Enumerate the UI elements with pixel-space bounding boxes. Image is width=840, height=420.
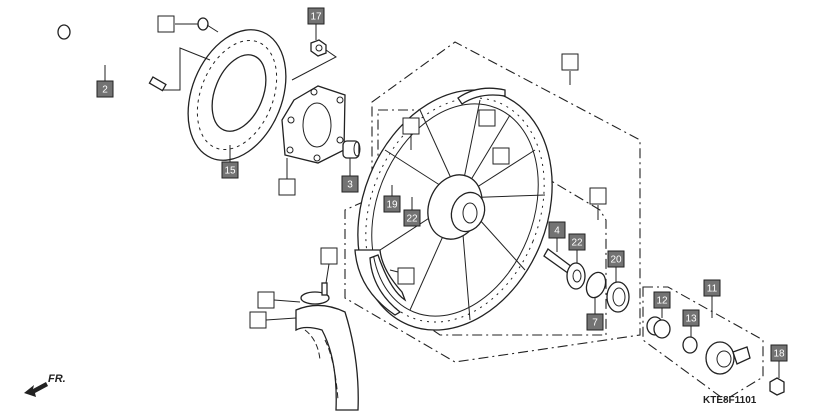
callout-box[interactable] bbox=[249, 311, 267, 329]
callout-12-collar[interactable]: 12 bbox=[653, 291, 671, 309]
callout-3-collar[interactable]: 3 bbox=[341, 175, 359, 193]
callout-box[interactable] bbox=[341, 175, 359, 193]
callout-box[interactable] bbox=[96, 80, 114, 98]
callout-box[interactable] bbox=[320, 247, 338, 265]
callout-number: 22 bbox=[571, 238, 583, 249]
leader-lines bbox=[104, 23, 780, 378]
hub-flange-part[interactable] bbox=[281, 85, 346, 164]
bearing-22b-part[interactable] bbox=[566, 262, 586, 290]
callout-box[interactable] bbox=[383, 195, 401, 213]
callout-box[interactable] bbox=[561, 53, 579, 71]
callout-number: 17 bbox=[310, 12, 322, 23]
collar-part[interactable] bbox=[342, 140, 361, 159]
callout-2-axle[interactable]: 2 bbox=[96, 80, 114, 98]
callout-box[interactable] bbox=[589, 187, 607, 205]
callout-box[interactable] bbox=[397, 267, 415, 285]
callout-box[interactable] bbox=[703, 279, 721, 297]
callout-number: 7 bbox=[592, 318, 598, 329]
callout-box[interactable] bbox=[607, 250, 625, 268]
callout-number: 22 bbox=[406, 214, 418, 225]
callout-20-dust-seal[interactable]: 20 bbox=[607, 250, 625, 268]
disc-bolt-part[interactable] bbox=[197, 17, 219, 33]
callout-blank-disc-bolt[interactable] bbox=[157, 15, 175, 33]
callout-box[interactable] bbox=[682, 309, 700, 327]
rim-strip-part[interactable] bbox=[354, 249, 407, 316]
callout-11-speedometer-gearbox[interactable]: 11 bbox=[703, 279, 721, 297]
axle-part[interactable] bbox=[57, 24, 167, 92]
callout-blank-tube[interactable] bbox=[257, 291, 275, 309]
callout-box[interactable] bbox=[770, 344, 788, 362]
brake-disc-part[interactable] bbox=[170, 15, 304, 175]
wheel-part[interactable] bbox=[323, 61, 587, 360]
front-direction-indicator: FR. bbox=[24, 373, 66, 397]
rim-band-part[interactable] bbox=[457, 87, 506, 105]
tire-part[interactable] bbox=[295, 304, 359, 411]
callout-number: 3 bbox=[347, 180, 353, 191]
callout-blank-stud[interactable] bbox=[402, 117, 420, 135]
callout-number: 11 bbox=[707, 284, 718, 295]
callout-blank-spoke[interactable] bbox=[492, 147, 510, 165]
callout-number: 15 bbox=[224, 166, 236, 177]
callout-box[interactable] bbox=[257, 291, 275, 309]
callout-box[interactable] bbox=[402, 117, 420, 135]
callout-box[interactable] bbox=[157, 15, 175, 33]
callout-22-bearing[interactable]: 22 bbox=[403, 209, 421, 227]
callout-box[interactable] bbox=[586, 313, 604, 331]
callout-13-seal[interactable]: 13 bbox=[682, 309, 700, 327]
callout-18-axle-nut[interactable]: 18 bbox=[770, 344, 788, 362]
callout-box[interactable] bbox=[492, 147, 510, 165]
callout-number: 4 bbox=[554, 226, 560, 237]
callout-7-retainer[interactable]: 7 bbox=[586, 313, 604, 331]
callout-number: 19 bbox=[386, 200, 398, 211]
callout-number: 12 bbox=[656, 296, 668, 307]
callout-box[interactable] bbox=[403, 209, 421, 227]
collar-12-part[interactable] bbox=[646, 316, 671, 339]
callout-box[interactable] bbox=[278, 178, 296, 196]
callout-blank-tire[interactable] bbox=[249, 311, 267, 329]
callout-15-brake-disc[interactable]: 15 bbox=[221, 161, 239, 179]
callout-box[interactable] bbox=[478, 109, 496, 127]
axle-nut-part[interactable] bbox=[769, 377, 785, 396]
callout-blank-valve[interactable] bbox=[320, 247, 338, 265]
nut-part[interactable] bbox=[310, 39, 327, 57]
callout-number: 20 bbox=[610, 255, 622, 266]
retainer-part[interactable] bbox=[583, 270, 609, 301]
callout-blank-rim-band[interactable] bbox=[478, 109, 496, 127]
callout-number: 18 bbox=[773, 349, 785, 360]
front-label: FR. bbox=[48, 373, 66, 385]
front-arrow-icon bbox=[24, 382, 48, 397]
callout-blank-wheel-assembly[interactable] bbox=[561, 53, 579, 71]
callout-17-nut[interactable]: 17 bbox=[307, 7, 325, 25]
tube-part[interactable] bbox=[300, 282, 330, 305]
callout-22-bearing[interactable]: 22 bbox=[568, 233, 586, 251]
callout-blank-bearing-set[interactable] bbox=[589, 187, 607, 205]
gearbox-group-outline bbox=[642, 286, 764, 401]
callout-4-spacer[interactable]: 4 bbox=[548, 221, 566, 239]
callout-number: 13 bbox=[685, 314, 697, 325]
dust-seal-part[interactable] bbox=[606, 281, 630, 313]
callout-box[interactable] bbox=[568, 233, 586, 251]
seal-13-part[interactable] bbox=[682, 336, 698, 354]
callout-box[interactable] bbox=[221, 161, 239, 179]
callout-19-bearing[interactable]: 19 bbox=[383, 195, 401, 213]
gearbox-part[interactable] bbox=[705, 341, 751, 375]
callout-box[interactable] bbox=[548, 221, 566, 239]
callout-blank-hub-flange[interactable] bbox=[278, 178, 296, 196]
callout-blank-rim-strip[interactable] bbox=[397, 267, 415, 285]
callout-number: 2 bbox=[102, 85, 108, 96]
callout-labels: 2 15 17 3 19 22 4 22 20 7 12 13 11 18 bbox=[96, 7, 788, 362]
callout-box[interactable] bbox=[653, 291, 671, 309]
callout-box[interactable] bbox=[307, 7, 325, 25]
diagram-code: KTE8F1101 bbox=[703, 395, 757, 406]
